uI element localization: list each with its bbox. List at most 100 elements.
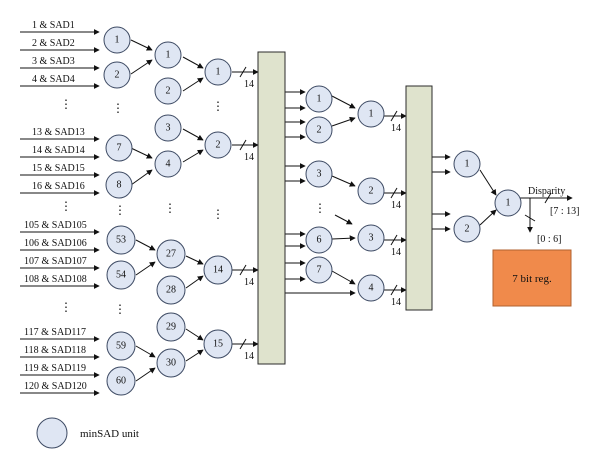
- minsad-node: 2: [357, 177, 385, 205]
- svg-text:60: 60: [116, 376, 126, 387]
- input-label: 118 & SAD118: [24, 345, 86, 356]
- svg-text:1: 1: [506, 198, 511, 209]
- svg-text:3: 3: [166, 123, 171, 134]
- svg-text:14: 14: [213, 265, 223, 276]
- register-block: [492, 249, 572, 307]
- svg-text:7: 7: [317, 265, 322, 276]
- bus-width-label: 14: [391, 200, 401, 211]
- minsad-node: 3: [154, 114, 182, 142]
- minsad-node: 4: [154, 150, 182, 178]
- svg-text:6: 6: [317, 235, 322, 246]
- input-label: 13 & SAD13: [32, 127, 85, 138]
- stage1-nodes: 1 2 7 8 53 54 59 60: [103, 26, 136, 396]
- input-label: 119 & SAD119: [24, 363, 86, 374]
- stage3-nodes: 1 2 14 15: [203, 58, 233, 359]
- minsad-node: 1: [357, 100, 385, 128]
- input-label: 16 & SAD16: [32, 181, 85, 192]
- bus-bar-stage2: [405, 85, 433, 311]
- minsad-node: 1: [494, 189, 522, 217]
- bus-width-label: 14: [244, 79, 254, 90]
- input-label: 4 & SAD4: [32, 74, 75, 85]
- svg-text:3: 3: [317, 169, 322, 180]
- ellipsis: ⋮: [112, 101, 124, 115]
- legend-label: minSAD unit: [80, 428, 139, 440]
- svg-text:15: 15: [213, 339, 223, 350]
- svg-text:27: 27: [166, 249, 176, 260]
- bus-width-ticks: [239, 66, 552, 350]
- svg-text:2: 2: [216, 140, 221, 151]
- stage5-nodes: 1 2 3 4: [357, 100, 385, 302]
- minsad-node: 15: [203, 329, 233, 359]
- input-label: 107 & SAD107: [24, 256, 87, 267]
- input-label: 1 & SAD1: [32, 20, 75, 31]
- svg-text:4: 4: [369, 283, 374, 294]
- minsad-node: 60: [106, 366, 136, 396]
- bus-width-labels: 14 14 14 14 14 14 14 14: [244, 79, 401, 362]
- svg-text:59: 59: [116, 341, 126, 352]
- minsad-node: 7: [105, 134, 133, 162]
- minsad-node: 2: [453, 215, 481, 243]
- minsad-node: 4: [357, 274, 385, 302]
- minsad-node: 59: [106, 331, 136, 361]
- ellipsis: ⋮: [212, 99, 224, 113]
- bus-width-label: 14: [244, 277, 254, 288]
- bus-bar-stage1: [257, 51, 286, 365]
- minsad-node: 2: [305, 116, 333, 144]
- disparity-upper-bits: [7 : 13]: [550, 206, 579, 217]
- svg-text:1: 1: [216, 67, 221, 78]
- disparity-label: Disparity: [528, 186, 565, 197]
- connection-wires: [130, 39, 573, 382]
- minsad-node: 54: [106, 260, 136, 290]
- svg-text:2: 2: [317, 125, 322, 136]
- input-label: 15 & SAD15: [32, 163, 85, 174]
- minsad-node: 27: [156, 239, 186, 269]
- input-label: 106 & SAD106: [24, 238, 87, 249]
- legend: minSAD unit: [36, 417, 139, 449]
- input-arrows: [20, 29, 100, 396]
- stage7-nodes: 1: [494, 189, 522, 217]
- minsad-node: 3: [305, 160, 333, 188]
- svg-text:3: 3: [369, 233, 374, 244]
- svg-text:1: 1: [166, 50, 171, 61]
- svg-text:4: 4: [166, 159, 171, 170]
- svg-text:2: 2: [166, 86, 171, 97]
- svg-text:1: 1: [317, 94, 322, 105]
- ellipsis-markers: ⋮ ⋮ ⋮ ⋮ ⋮ ⋮ ⋮ ⋮ ⋮ ⋮: [60, 97, 326, 316]
- bus-width-label: 14: [244, 351, 254, 362]
- minsad-node: 6: [305, 226, 333, 254]
- svg-text:7: 7: [117, 143, 122, 154]
- minsad-node: 7: [305, 256, 333, 284]
- minsad-node: 30: [156, 348, 186, 378]
- input-label: 14 & SAD14: [32, 145, 85, 156]
- stage6-nodes: 1 2: [453, 150, 481, 243]
- svg-text:1: 1: [369, 109, 374, 120]
- stage4-nodes: 1 2 3 6 7: [305, 85, 333, 284]
- svg-text:1: 1: [115, 35, 120, 46]
- minsad-node: 8: [105, 171, 133, 199]
- minsad-node: 14: [203, 255, 233, 285]
- minsad-node: 1: [204, 58, 232, 86]
- minsad-node: 3: [357, 224, 385, 252]
- ellipsis: ⋮: [60, 300, 72, 314]
- ellipsis: ⋮: [212, 207, 224, 221]
- input-label: 2 & SAD2: [32, 38, 75, 49]
- minsad-node: 2: [154, 77, 182, 105]
- input-label: 117 & SAD117: [24, 327, 86, 338]
- svg-text:29: 29: [166, 322, 176, 333]
- ellipsis: ⋮: [114, 302, 126, 316]
- bus-width-label: 14: [391, 297, 401, 308]
- ellipsis: ⋮: [164, 201, 176, 215]
- ellipsis: ⋮: [114, 203, 126, 217]
- svg-text:2: 2: [115, 70, 120, 81]
- disparity-lower-bits: [0 : 6]: [537, 234, 561, 245]
- svg-text:28: 28: [166, 285, 176, 296]
- minsad-node: 53: [106, 225, 136, 255]
- minsad-node: 1: [305, 85, 333, 113]
- bus-width-label: 14: [391, 123, 401, 134]
- svg-text:54: 54: [116, 270, 126, 281]
- svg-text:1: 1: [465, 159, 470, 170]
- bus-width-label: 14: [244, 152, 254, 163]
- minsad-node: 2: [204, 131, 232, 159]
- svg-text:53: 53: [116, 235, 126, 246]
